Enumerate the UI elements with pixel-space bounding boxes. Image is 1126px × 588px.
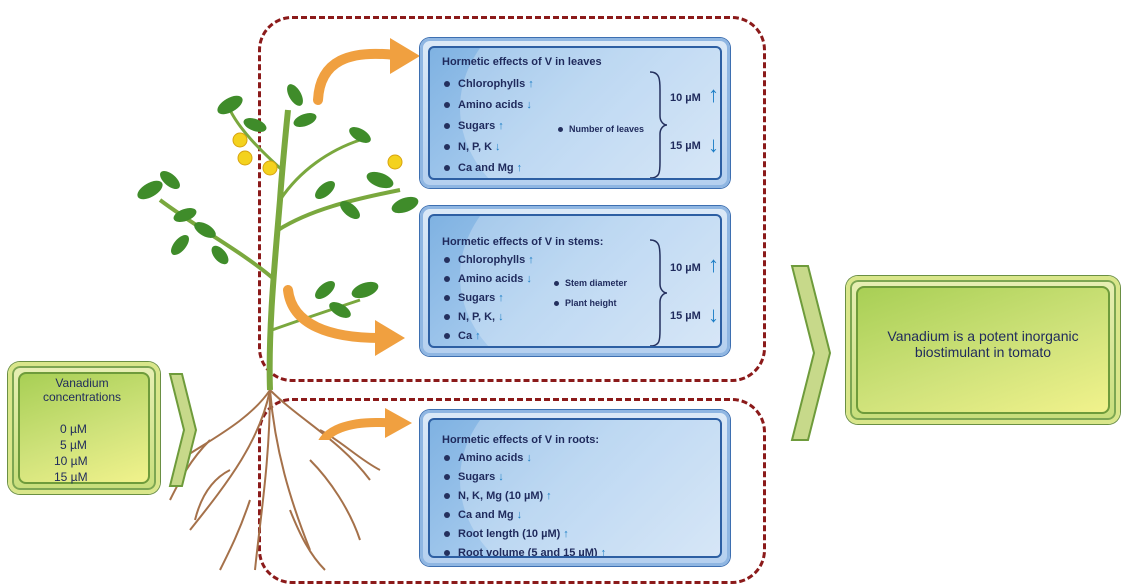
concentration-high: 10 µM xyxy=(670,92,701,104)
conclusion-box: Vanadium is a potent inorganic biostimul… xyxy=(846,276,1120,424)
bracket xyxy=(649,239,668,346)
side-item: Plant height xyxy=(554,298,617,308)
lower-dashed-group xyxy=(258,398,766,584)
list-item: Chlorophylls↑ xyxy=(444,78,534,90)
list-item: Ca and Mg↑ xyxy=(444,162,522,174)
arrow-down-icon: ↓ xyxy=(708,132,719,157)
side-item: Stem diameter xyxy=(554,278,627,288)
list-item: Root volume (5 and 15 µM)↑ xyxy=(444,547,606,556)
roots-panel: Hormetic effects of V in roots: Amino ac… xyxy=(420,410,730,566)
list-item: Ca and Mg↓ xyxy=(444,509,522,521)
tomato-plant-illustration xyxy=(137,84,419,571)
bracket xyxy=(649,71,668,178)
roots-title: Hormetic effects of V in roots: xyxy=(442,434,600,446)
list-item: Ca↑ xyxy=(444,330,481,342)
list-item: Root length (10 µM)↑ xyxy=(444,528,569,540)
list-item: Sugars↑ xyxy=(444,120,504,132)
list-item: Sugars↓ xyxy=(444,471,504,483)
list-item: Sugars↑ xyxy=(444,292,504,304)
concentration-level: 15 µM xyxy=(54,470,88,484)
stems-title: Hormetic effects of V in stems: xyxy=(442,236,604,248)
orange-arrows xyxy=(283,38,420,440)
conclusion-text: Vanadium is a potent inorganic biostimul… xyxy=(887,328,1079,360)
list-item: N, P, K↓ xyxy=(444,141,501,153)
concentration-low: 15 µM xyxy=(670,140,701,152)
leaves-panel: Hormetic effects of V in leaves Chloroph… xyxy=(420,38,730,188)
side-item: Number of leaves xyxy=(558,124,644,134)
concentration-level: 0 µM xyxy=(60,422,87,436)
chevron-right-icon xyxy=(168,373,198,487)
stems-panel: Hormetic effects of V in stems: Chloroph… xyxy=(420,206,730,356)
concentration-low: 15 µM xyxy=(670,310,701,322)
list-item: Amino acids↓ xyxy=(444,273,532,285)
concentration-level: 10 µM xyxy=(54,454,88,468)
concentration-level: 5 µM xyxy=(60,438,87,452)
list-item: Chlorophylls↑ xyxy=(444,254,534,266)
arrow-up-icon: ↑ xyxy=(708,82,719,107)
arrow-down-icon: ↓ xyxy=(708,302,719,327)
leaves-title: Hormetic effects of V in leaves xyxy=(442,56,602,68)
upper-dashed-group xyxy=(258,16,766,382)
arrow-up-icon: ↑ xyxy=(708,252,719,277)
list-item: Amino acids↓ xyxy=(444,99,532,111)
list-item: Amino acids↓ xyxy=(444,452,532,464)
list-item: N, P, K,↓ xyxy=(444,311,504,323)
concentrations-title: Vanadium concentrations xyxy=(42,376,122,404)
vanadium-concentrations-box: Vanadium concentrations 0 µM 5 µM 10 µM … xyxy=(8,362,160,494)
concentration-high: 10 µM xyxy=(670,262,701,274)
list-item: N, K, Mg (10 µM)↑ xyxy=(444,490,552,502)
chevron-right-icon xyxy=(790,265,832,441)
